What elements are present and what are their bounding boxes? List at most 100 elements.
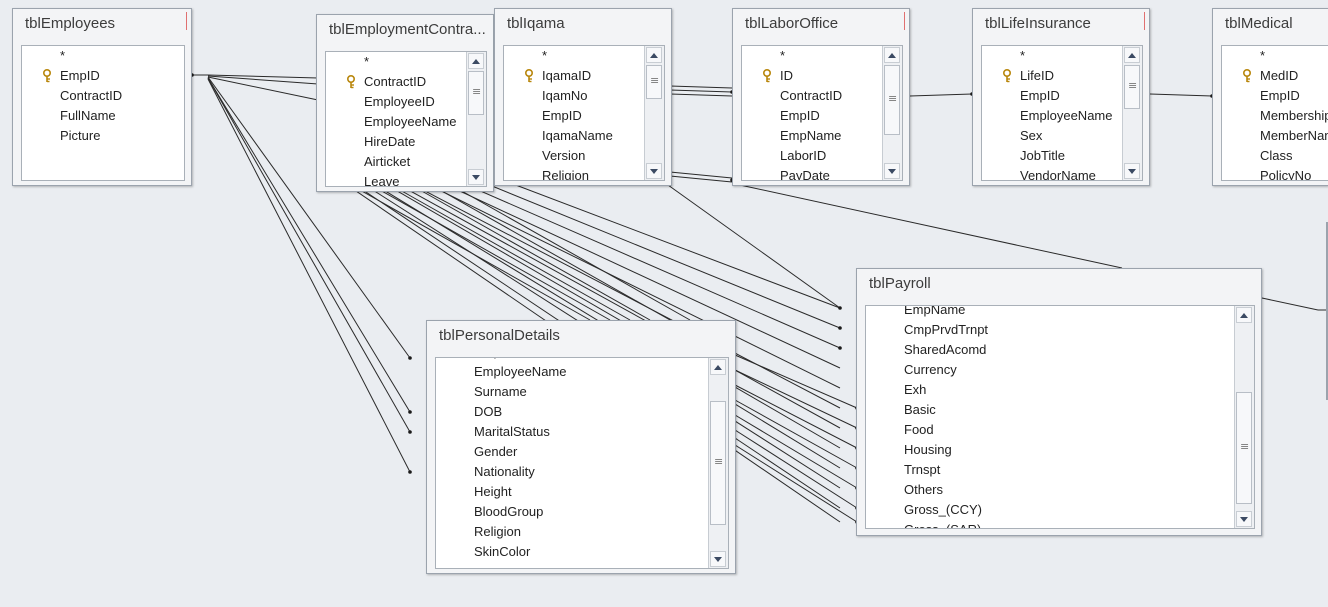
field-row[interactable]: Exh <box>904 382 927 397</box>
field-row[interactable]: VendorName <box>1020 168 1096 181</box>
field-row[interactable]: Basic <box>904 402 936 417</box>
field-row[interactable]: SkinColor <box>474 544 531 559</box>
field-row[interactable]: Gross_(SAR) <box>904 520 981 528</box>
field-row[interactable]: Others <box>904 482 944 497</box>
field-row[interactable]: MedID <box>1260 68 1299 83</box>
table-title[interactable]: tblEmploymentContra... <box>329 21 486 38</box>
scroll-thumb[interactable] <box>884 65 900 135</box>
field-row[interactable]: FullName <box>60 108 116 123</box>
table-personal-details[interactable]: tblPersonalDetails EmpID EmployeeNameSurn… <box>426 320 736 574</box>
field-row[interactable]: Nationality <box>474 464 535 479</box>
scrollbar[interactable] <box>644 46 664 180</box>
field-row[interactable]: Height <box>474 484 512 499</box>
field-row[interactable]: EmpName <box>904 305 966 317</box>
table-title[interactable]: tblIqama <box>507 15 565 32</box>
table-title[interactable]: tblPersonalDetails <box>439 327 560 344</box>
field-row[interactable]: LifeID <box>1020 68 1054 83</box>
field-row[interactable]: * <box>1020 48 1026 63</box>
scroll-down-arrow-icon[interactable] <box>468 169 484 185</box>
field-row[interactable]: Currency <box>904 362 957 377</box>
scroll-thumb[interactable] <box>1236 392 1252 504</box>
field-row[interactable]: Surname <box>474 384 527 399</box>
field-row[interactable]: EmpID <box>542 108 582 123</box>
field-row[interactable]: CmpPrvdTrnpt <box>904 322 989 337</box>
field-row[interactable]: SharedAcomd <box>904 342 987 357</box>
field-row[interactable]: EmpID <box>474 358 514 362</box>
scroll-up-arrow-icon[interactable] <box>884 47 900 63</box>
table-title[interactable]: tblMedical <box>1225 15 1293 32</box>
field-row[interactable]: IqamaName <box>542 128 613 143</box>
field-row[interactable]: PolicyNo <box>1260 168 1312 181</box>
scroll-thumb[interactable] <box>468 71 484 115</box>
scroll-thumb[interactable] <box>646 65 662 99</box>
field-row[interactable]: DOB <box>474 404 503 419</box>
field-row[interactable]: Class <box>1260 148 1293 163</box>
field-row[interactable]: BloodGroup <box>474 504 544 519</box>
field-row[interactable]: * <box>364 54 370 69</box>
scroll-down-arrow-icon[interactable] <box>1124 163 1140 179</box>
field-row[interactable]: EmpID <box>1260 88 1300 103</box>
field-row[interactable]: EmployeeName <box>1020 108 1113 123</box>
field-row[interactable]: Membership <box>1260 108 1328 123</box>
field-row[interactable]: Gross_(CCY) <box>904 502 983 517</box>
field-row[interactable]: IqamNo <box>542 88 588 103</box>
scrollbar[interactable] <box>708 358 728 568</box>
scroll-down-arrow-icon[interactable] <box>646 163 662 179</box>
field-row[interactable]: Gender <box>474 444 518 459</box>
field-row[interactable]: * <box>1260 48 1266 63</box>
field-row[interactable]: Sex <box>1020 128 1043 143</box>
field-row[interactable]: EmployeeName <box>474 364 567 379</box>
field-row[interactable]: Picture <box>60 128 101 143</box>
field-row[interactable]: Food <box>904 422 934 437</box>
field-row[interactable]: Leave <box>364 174 400 187</box>
field-row[interactable]: MemberName <box>1260 128 1328 143</box>
field-row[interactable]: ID <box>780 68 793 83</box>
field-row[interactable]: JobTitle <box>1020 148 1066 163</box>
scrollbar[interactable] <box>1122 46 1142 180</box>
scroll-down-arrow-icon[interactable] <box>1236 511 1252 527</box>
field-row[interactable]: * <box>780 48 786 63</box>
field-row[interactable]: HireDate <box>364 134 416 149</box>
table-employment-contract[interactable]: tblEmploymentContra... * ContractID Employ… <box>316 14 494 192</box>
field-row[interactable]: EmpID <box>1020 88 1060 103</box>
field-row[interactable]: ContractID <box>780 88 843 103</box>
field-row[interactable]: Version <box>542 148 586 163</box>
scroll-down-arrow-icon[interactable] <box>710 551 726 567</box>
field-row[interactable]: EmployeeID <box>364 94 435 109</box>
field-row[interactable]: MaritalStatus <box>474 424 550 439</box>
table-title[interactable]: tblEmployees <box>25 15 116 32</box>
field-row[interactable]: LaborID <box>780 148 827 163</box>
scroll-up-arrow-icon[interactable] <box>1124 47 1140 63</box>
scrollbar[interactable] <box>882 46 902 180</box>
scroll-up-arrow-icon[interactable] <box>468 53 484 69</box>
scroll-up-arrow-icon[interactable] <box>646 47 662 63</box>
scrollbar[interactable] <box>1234 306 1254 528</box>
field-row[interactable]: ContractID <box>60 88 123 103</box>
field-row[interactable]: EmpName <box>780 128 842 143</box>
scroll-thumb[interactable] <box>1124 65 1140 109</box>
field-row[interactable]: IqamaID <box>542 68 592 83</box>
field-row[interactable]: EmpID <box>780 108 820 123</box>
field-row[interactable]: * <box>60 48 66 63</box>
field-row[interactable]: ContractID <box>364 74 427 89</box>
field-row[interactable]: PayDate <box>780 168 830 181</box>
scroll-thumb[interactable] <box>710 401 726 525</box>
field-list[interactable]: * MedID EmpID MembershipMemberNameClassPoli… <box>1221 45 1328 181</box>
field-row[interactable]: EmpID <box>60 68 100 83</box>
field-row[interactable]: Religion <box>542 168 589 181</box>
field-row[interactable]: Religion <box>474 524 521 539</box>
scrollbar[interactable] <box>466 52 486 186</box>
scroll-down-arrow-icon[interactable] <box>884 163 900 179</box>
